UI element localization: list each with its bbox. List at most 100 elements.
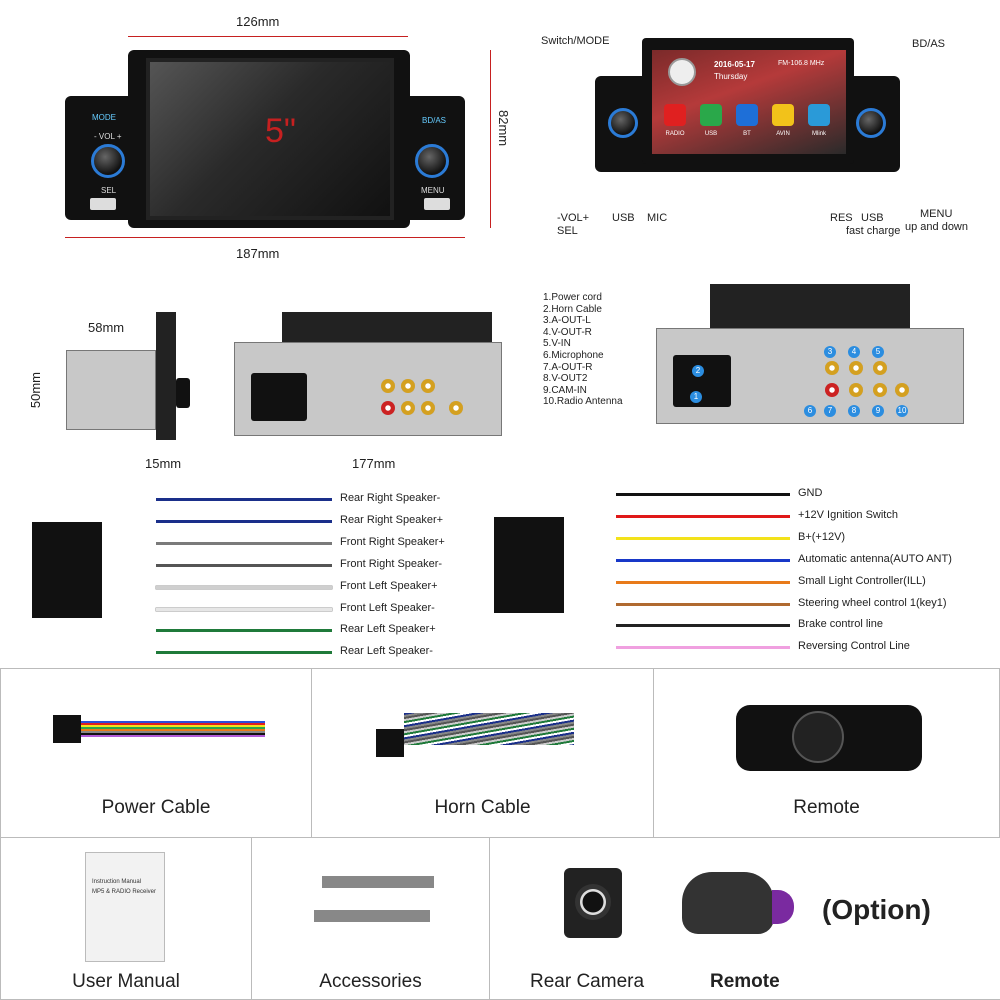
bdas-button[interactable]: BD/AS xyxy=(422,116,447,125)
callout-vol: -VOL+ xyxy=(557,212,590,224)
app-row: RADIO USB BT AVIN Mlink xyxy=(660,104,838,144)
speaker-wire-line xyxy=(156,498,332,501)
power-wire-label: Brake control line xyxy=(798,618,883,631)
numbered-rca-5 xyxy=(849,383,863,397)
back-rca-5 xyxy=(401,401,415,415)
camera-lens-icon xyxy=(575,884,611,920)
power-cable-label: Power Cable xyxy=(101,797,211,818)
side-knob xyxy=(176,378,190,408)
speaker-wire-line xyxy=(156,651,332,655)
power-cable-cell: Power Cable xyxy=(0,668,312,838)
screen-menu-knob[interactable] xyxy=(856,108,886,138)
unit-screen: 2016-05-17 Thursday FM-106.8 MHz RADIO U… xyxy=(652,50,846,154)
port-badge-1: 1 xyxy=(690,391,702,403)
speaker-wire-label: Rear Left Speaker+ xyxy=(340,623,436,636)
port-item: 8.V-OUT2 xyxy=(543,373,588,385)
front-screen-overlay xyxy=(146,58,394,220)
steering-remote xyxy=(682,872,774,934)
callout-mic: MIC xyxy=(647,212,668,224)
speaker-wire-line xyxy=(156,541,332,545)
power-wire-line xyxy=(616,646,790,650)
port-item: 5.V-IN xyxy=(543,338,571,350)
user-manual: Instruction Manual MP5 & RADIO Receiver xyxy=(85,852,165,962)
callout-sel: SEL xyxy=(557,225,578,237)
manual-subtitle: MP5 & RADIO Receiver xyxy=(92,889,157,895)
manual-title: Instruction Manual xyxy=(92,879,142,885)
bt-app-icon[interactable] xyxy=(736,104,758,126)
remote-label: Remote xyxy=(793,797,860,818)
numbered-rca-2 xyxy=(849,361,863,375)
dim-line-height xyxy=(490,50,491,228)
option-label: (Option) xyxy=(822,894,931,925)
sel-label: SEL xyxy=(101,186,117,195)
power-connector xyxy=(494,517,564,613)
port-badge-8: 8 xyxy=(848,405,860,417)
port-badge-9: 9 xyxy=(872,405,884,417)
power-cable-wires xyxy=(81,721,265,737)
speaker-wire-line xyxy=(156,519,332,523)
numbered-rca-4 xyxy=(825,383,839,397)
mode-button[interactable]: MODE xyxy=(92,113,116,122)
front-usb-port[interactable] xyxy=(90,198,116,210)
callout-res: RES xyxy=(830,212,853,224)
dim-line-top xyxy=(128,36,408,37)
callout-usb: USB xyxy=(612,212,635,224)
numbered-top-frame xyxy=(710,284,910,332)
port-item: 4.V-OUT-R xyxy=(543,326,592,338)
power-wire-label: B+(+12V) xyxy=(798,530,846,543)
mlink-app-icon[interactable] xyxy=(808,104,830,126)
numbered-chassis xyxy=(656,328,964,424)
port-item: 3.A-OUT-L xyxy=(543,315,591,327)
rear-camera-label: Rear Camera xyxy=(530,971,645,992)
dim-height: 82mm xyxy=(496,110,511,147)
back-top-frame xyxy=(282,312,492,346)
callout-usb-fast: USB xyxy=(861,212,884,224)
steering-remote-label: Remote xyxy=(710,971,780,992)
screen-size-text: 5" xyxy=(265,112,296,150)
callout-menu: MENU xyxy=(920,208,953,220)
screen-radio-freq: FM-106.8 MHz xyxy=(778,60,825,67)
screen-vol-knob[interactable] xyxy=(608,108,638,138)
usb-app-icon[interactable] xyxy=(700,104,722,126)
power-wire-line xyxy=(616,624,790,628)
vol-knob[interactable] xyxy=(91,144,125,178)
port-item: 10.Radio Antenna xyxy=(543,396,623,408)
power-wire-label: Small Light Controller(ILL) xyxy=(798,574,926,587)
side-faceplate xyxy=(156,312,176,440)
accessories-label: Accessories xyxy=(319,971,422,992)
speaker-wire-label: Front Left Speaker+ xyxy=(340,579,438,592)
speaker-wire-line xyxy=(156,629,332,633)
power-wire-line xyxy=(616,558,790,562)
numbered-antenna xyxy=(895,383,909,397)
steering-remote-band xyxy=(772,890,794,924)
speaker-wire-label: Rear Left Speaker- xyxy=(340,645,433,658)
power-wire-label: GND xyxy=(798,487,823,499)
port-item: 7.A-OUT-R xyxy=(543,361,593,373)
side-chassis xyxy=(66,350,156,430)
speaker-wire-line xyxy=(156,563,332,567)
front-usb-port-2[interactable] xyxy=(424,198,450,210)
port-badge-3: 3 xyxy=(824,346,836,358)
power-wire-line xyxy=(616,536,790,540)
user-manual-label: User Manual xyxy=(72,971,180,992)
power-wire-line xyxy=(616,493,790,496)
port-item: 2.Horn Cable xyxy=(543,303,602,315)
remote-cell: Remote xyxy=(653,668,1000,838)
radio-app-icon[interactable] xyxy=(664,104,686,126)
horn-cable-label: Horn Cable xyxy=(434,797,531,818)
horn-cable-cell: Horn Cable xyxy=(311,668,654,838)
horn-cable-plug xyxy=(376,729,404,757)
callout-bd-as: BD/AS xyxy=(912,38,946,50)
removal-key-1 xyxy=(322,876,434,888)
avin-app-icon[interactable] xyxy=(772,104,794,126)
speaker-wire-label: Front Right Speaker- xyxy=(340,557,443,570)
port-badge-10: 10 xyxy=(896,405,908,417)
dim-length: 177mm xyxy=(352,456,396,471)
numbered-rca-3 xyxy=(873,361,887,375)
port-badge-6: 6 xyxy=(804,405,816,417)
menu-knob[interactable] xyxy=(415,144,449,178)
numbered-iso-connector xyxy=(673,355,731,407)
option-cell: (Option) Rear Camera Remote xyxy=(489,837,1000,1000)
power-wire-line xyxy=(616,602,790,606)
port-list: 1.Power cord 2.Horn Cable 3.A-OUT-L 4.V-… xyxy=(543,292,623,408)
